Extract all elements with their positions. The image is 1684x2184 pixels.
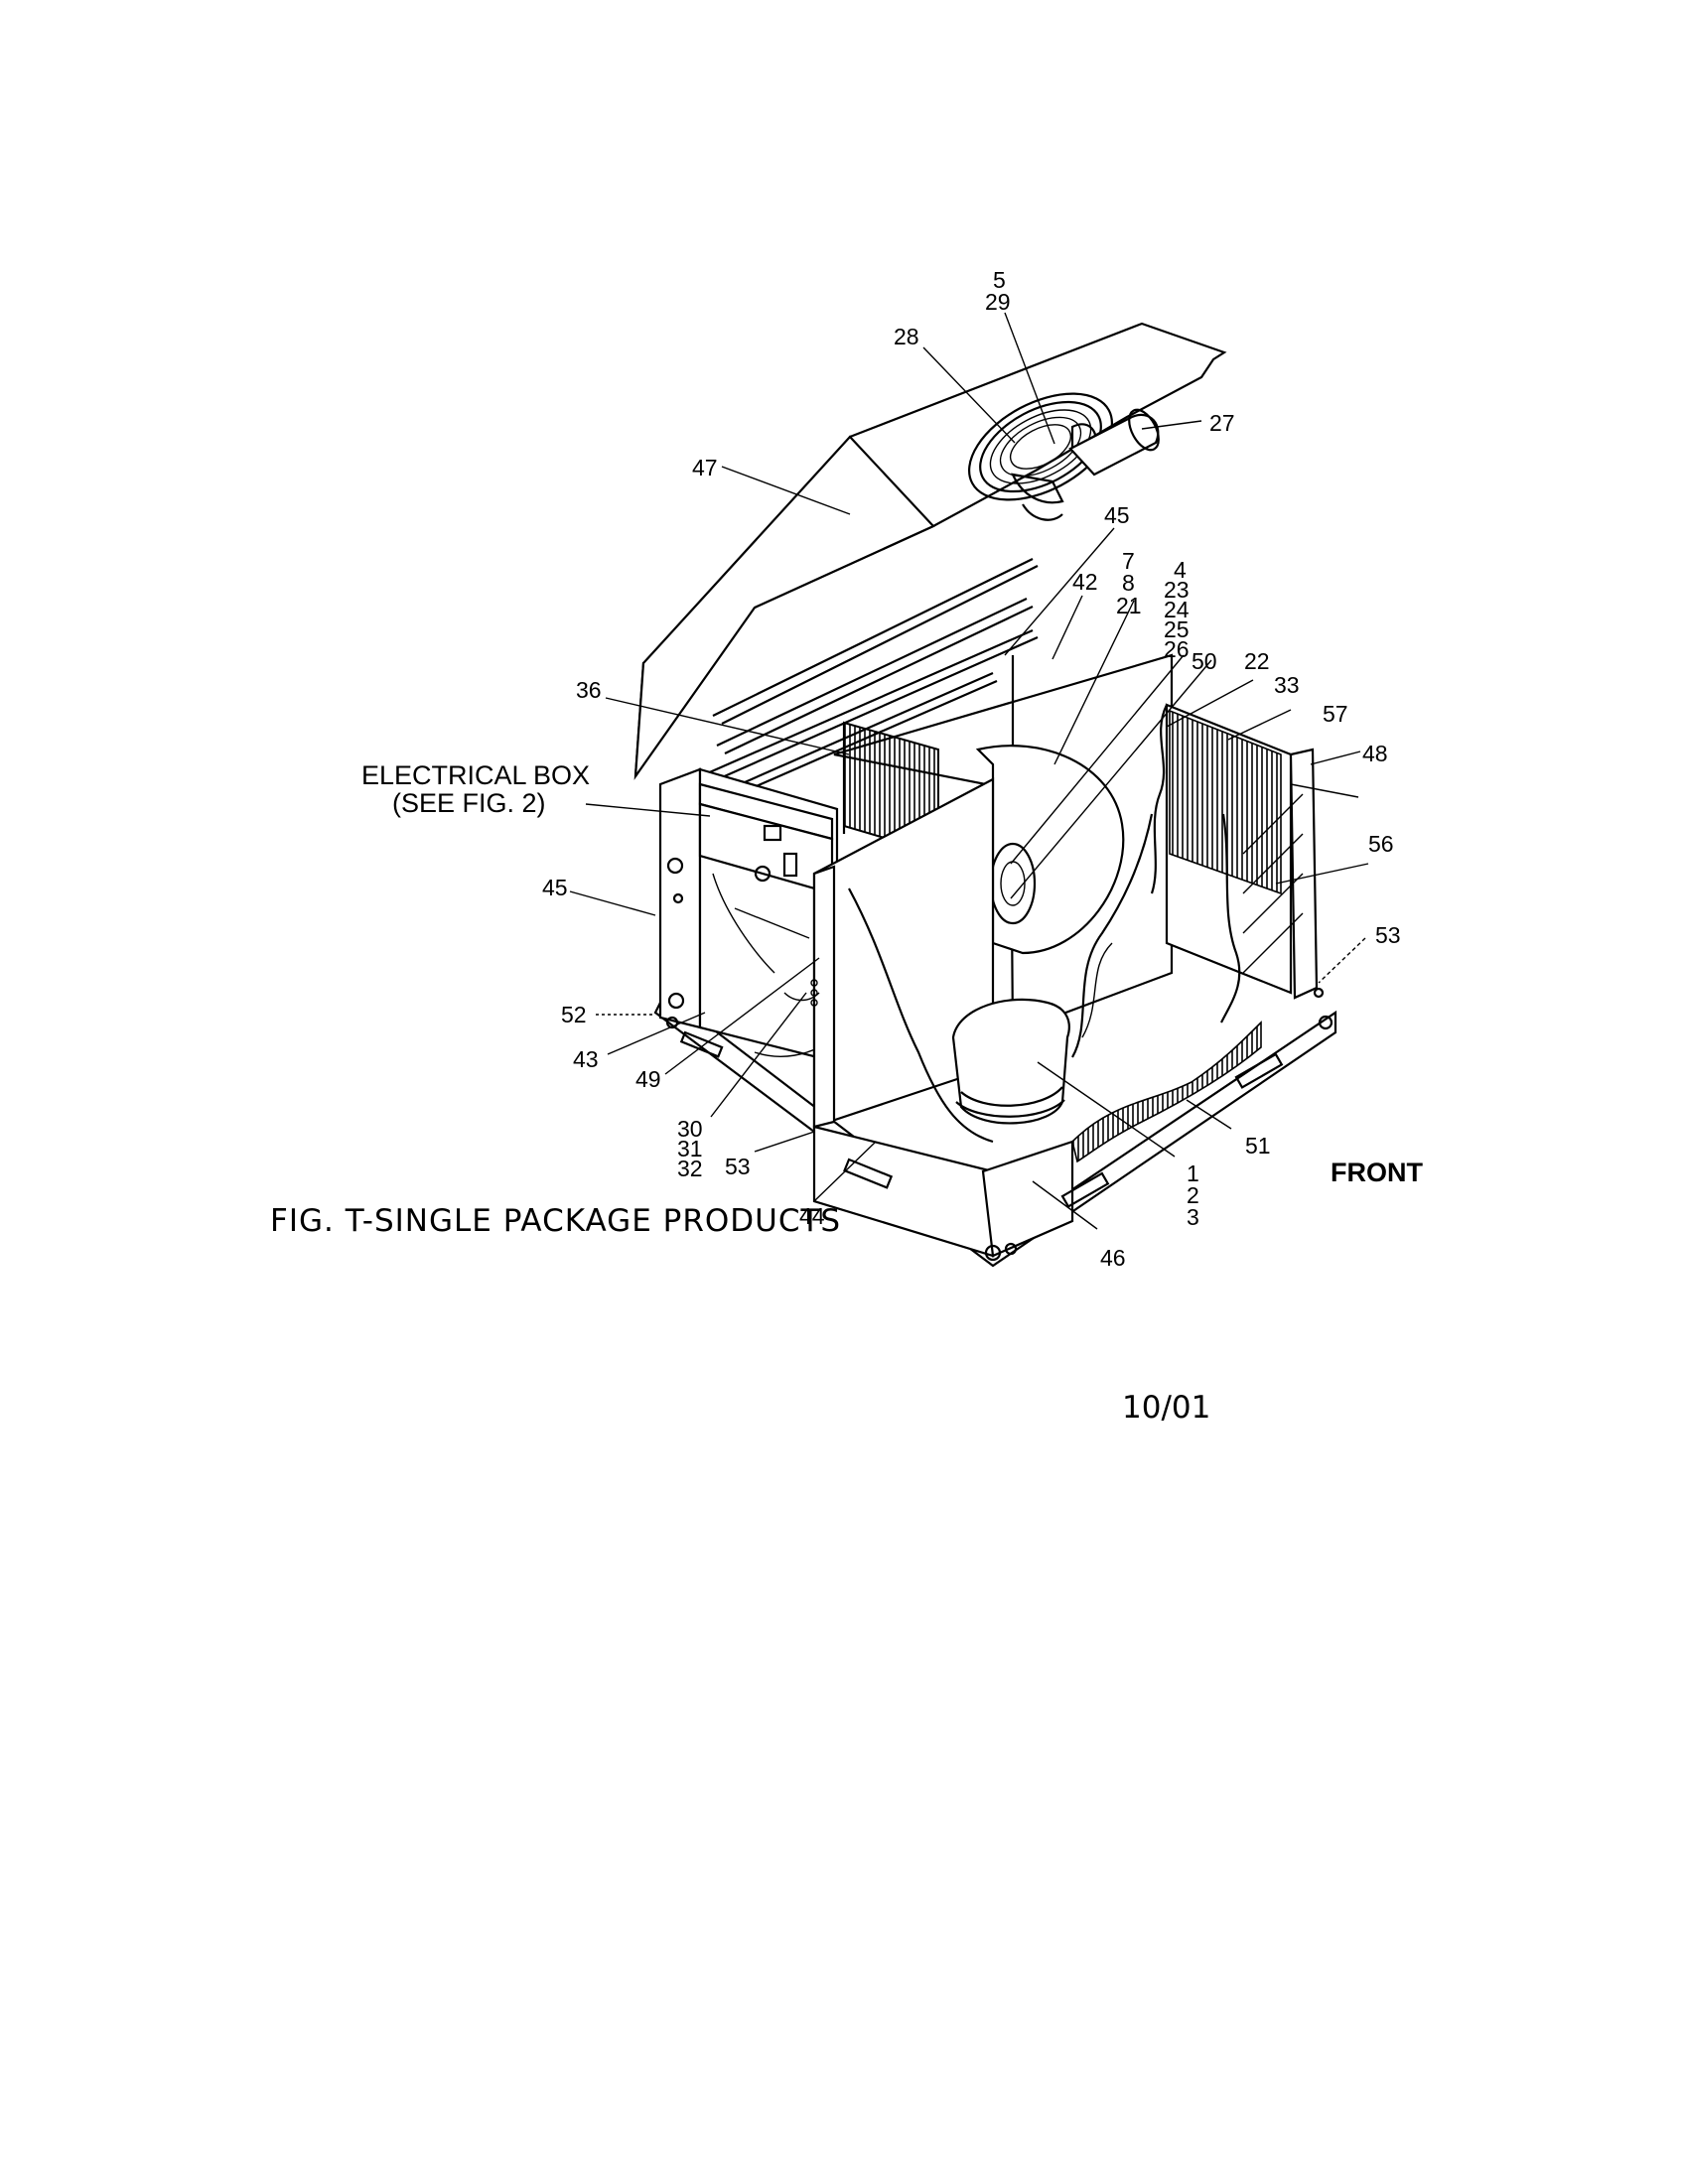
callout-22: 22	[1244, 648, 1270, 674]
callout-52: 52	[561, 1002, 587, 1027]
electrical-box-label-line1: ELECTRICAL BOX	[361, 760, 590, 790]
callout-30: 30	[677, 1116, 703, 1142]
callout-28: 28	[894, 324, 919, 349]
callout-46: 46	[1100, 1245, 1126, 1271]
callout-49: 49	[635, 1066, 661, 1092]
figure-caption: FIG. T-SINGLE PACKAGE PRODUCTS	[270, 1203, 841, 1239]
callout-5: 5	[993, 267, 1006, 293]
callout-26: 26	[1164, 636, 1190, 662]
callout-labels: 5 29 28 27 47 45 7 8 21 42 4 23 24 25 26…	[542, 267, 1401, 1271]
callout-7: 7	[1122, 548, 1135, 574]
callout-3: 3	[1187, 1204, 1199, 1230]
callout-42: 42	[1072, 569, 1098, 595]
callout-45-left: 45	[542, 875, 568, 900]
callout-45-top: 45	[1104, 502, 1130, 528]
callout-51: 51	[1245, 1133, 1271, 1159]
leader-lines	[569, 312, 1369, 1230]
callout-43: 43	[573, 1046, 599, 1072]
condenser-fan-assembly	[967, 392, 1160, 521]
callout-36: 36	[576, 677, 602, 703]
callout-4: 4	[1174, 557, 1187, 583]
callout-44: 44	[799, 1203, 825, 1229]
callout-47: 47	[692, 455, 718, 480]
callout-50: 50	[1192, 648, 1217, 674]
callout-53-left: 53	[725, 1154, 751, 1179]
front-label: FRONT	[1331, 1158, 1423, 1187]
callout-48: 48	[1362, 741, 1388, 766]
callout-1: 1	[1187, 1160, 1199, 1186]
callout-31: 31	[677, 1136, 703, 1161]
callout-57: 57	[1323, 701, 1348, 727]
callout-29: 29	[985, 289, 1011, 315]
callout-53-right: 53	[1375, 922, 1401, 948]
callout-25: 25	[1164, 616, 1190, 642]
callout-2: 2	[1187, 1182, 1199, 1208]
callout-24: 24	[1164, 597, 1190, 622]
callout-33: 33	[1274, 672, 1300, 698]
callout-23: 23	[1164, 577, 1190, 603]
electrical-box-label-line2: (SEE FIG. 2)	[392, 788, 546, 818]
callout-21: 21	[1116, 593, 1142, 618]
revision-date: 10/01	[1122, 1390, 1210, 1426]
cabinet	[653, 653, 1337, 1268]
callout-56: 56	[1368, 831, 1394, 857]
callout-8: 8	[1122, 570, 1135, 596]
callout-27: 27	[1209, 410, 1235, 436]
callout-32: 32	[677, 1156, 703, 1181]
